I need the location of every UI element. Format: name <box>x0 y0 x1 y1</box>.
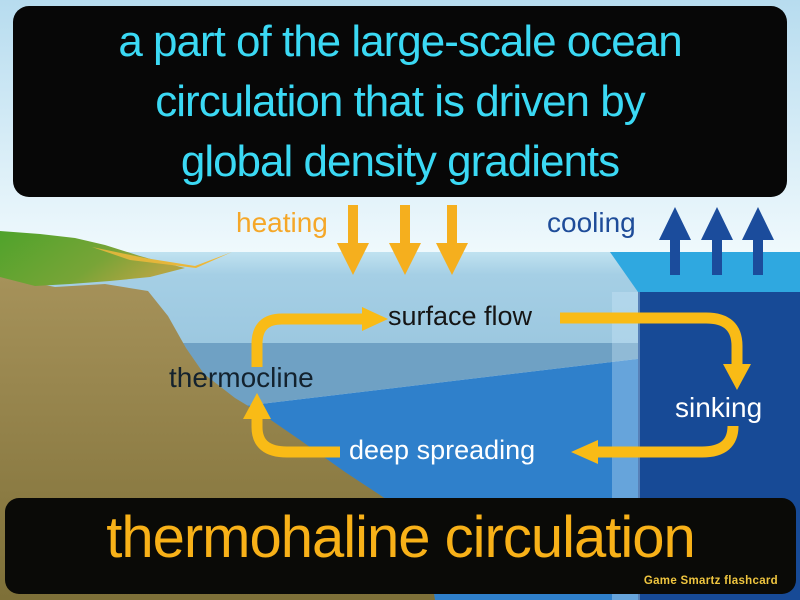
deep-spreading-label: deep spreading <box>349 435 536 465</box>
thermocline-label: thermocline <box>169 362 314 393</box>
definition-line-1: a part of the large-scale ocean <box>118 16 682 66</box>
sinking-to-deep-arrow-icon <box>598 425 739 458</box>
definition-line-3: global density gradients <box>180 136 620 186</box>
coastal-hill <box>0 231 185 286</box>
left-arrowhead-icon <box>571 440 598 464</box>
sinking-label: sinking <box>675 392 763 423</box>
surface-flow-label: surface flow <box>388 301 533 331</box>
cold-water-block-top <box>610 252 800 292</box>
up-arrowhead-icon <box>243 393 271 419</box>
upwelling-to-surface-arrow-icon <box>251 313 362 367</box>
watermark: Game Smartz flashcard <box>643 575 778 587</box>
right-arrowhead-icon <box>362 307 388 331</box>
term-bar: thermohaline circulation Game Smartz fla… <box>5 498 796 594</box>
heating-label: heating <box>236 207 328 238</box>
heating-down-arrow-icon <box>337 205 468 275</box>
down-arrowhead-icon <box>723 364 751 390</box>
term-title: thermohaline circulation <box>106 505 696 570</box>
definition-box: a part of the large-scale ocean circulat… <box>13 6 787 197</box>
cooling-label: cooling <box>547 207 636 238</box>
deep-to-thermocline-arrow-icon <box>251 418 340 458</box>
definition-line-2: circulation that is driven by <box>155 76 645 126</box>
cooling-up-arrow-icon <box>659 207 774 275</box>
surface-flow-arrow-icon <box>560 312 743 364</box>
beach-sand <box>92 247 232 268</box>
